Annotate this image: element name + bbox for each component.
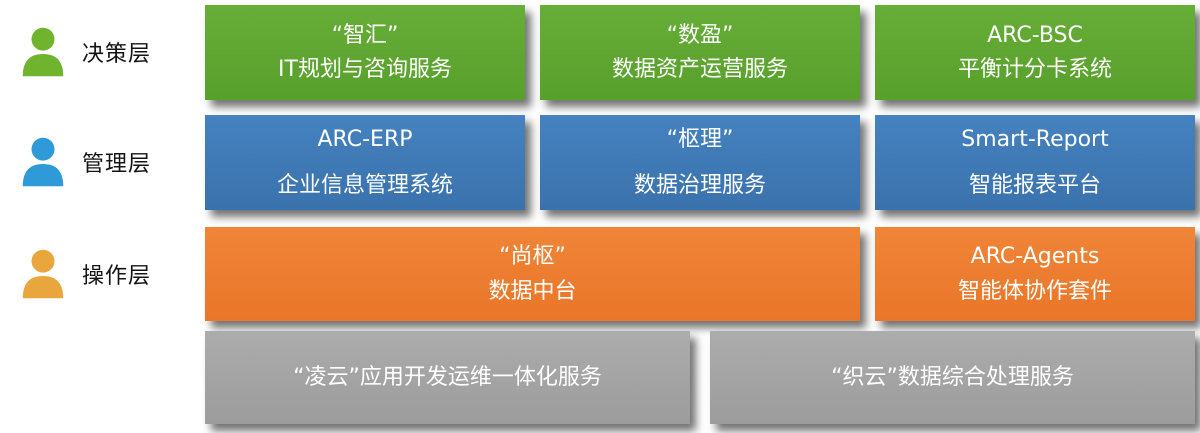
- box-title: “智汇”: [331, 22, 399, 48]
- box-zhiyun-data-processing-service: “织云”数据综合处理服务: [710, 331, 1195, 424]
- operation-layer-person-icon: [22, 249, 64, 299]
- box-subtitle: 企业信息管理系统: [276, 172, 453, 198]
- box-shuying-data-asset: “数盈” 数据资产运营服务: [540, 5, 860, 100]
- box-subtitle: 数据治理服务: [633, 172, 766, 198]
- legend-management-layer: 管理层: [16, 135, 151, 189]
- box-smart-report: Smart-Report 智能报表平台: [875, 115, 1195, 210]
- decision-layer-person-icon: [22, 27, 64, 77]
- box-arc-erp: ARC-ERP 企业信息管理系统: [205, 115, 525, 210]
- box-shuli-data-governance: “枢理” 数据治理服务: [540, 115, 860, 210]
- management-layer-label: 管理层: [82, 152, 152, 177]
- box-subtitle: 智能报表平台: [968, 172, 1101, 198]
- box-title: “织云”数据综合处理服务: [831, 364, 1074, 390]
- management-layer-person-icon: [22, 137, 64, 187]
- box-title: “枢理”: [666, 126, 734, 152]
- box-subtitle: 智能体协作套件: [957, 278, 1112, 304]
- box-lingyun-devops-service: “凌云”应用开发运维一体化服务: [205, 331, 690, 424]
- box-arc-agents: ARC-Agents 智能体协作套件: [875, 227, 1195, 321]
- legend-operation-layer: 操作层: [16, 247, 151, 301]
- box-title: ARC-BSC: [987, 22, 1083, 48]
- operation-layer-label: 操作层: [82, 264, 152, 289]
- box-shangshu-data-platform: “尚枢” 数据中台: [205, 227, 860, 321]
- box-title: “数盈”: [666, 22, 734, 48]
- box-title: “凌云”应用开发运维一体化服务: [293, 364, 602, 390]
- legend-decision-layer: 决策层: [16, 25, 151, 79]
- box-subtitle: 数据资产运营服务: [611, 56, 788, 82]
- box-subtitle: 数据中台: [488, 278, 577, 304]
- decision-layer-label: 决策层: [82, 42, 152, 67]
- box-subtitle: 平衡计分卡系统: [957, 56, 1112, 82]
- box-arc-bsc: ARC-BSC 平衡计分卡系统: [875, 5, 1195, 100]
- box-subtitle: IT规划与咨询服务: [278, 56, 452, 82]
- box-zhihui-it-planning: “智汇” IT规划与咨询服务: [205, 5, 525, 100]
- box-title: ARC-Agents: [970, 243, 1100, 269]
- box-title: ARC-ERP: [317, 126, 413, 152]
- box-title: Smart-Report: [961, 126, 1109, 152]
- box-title: “尚枢”: [499, 243, 566, 269]
